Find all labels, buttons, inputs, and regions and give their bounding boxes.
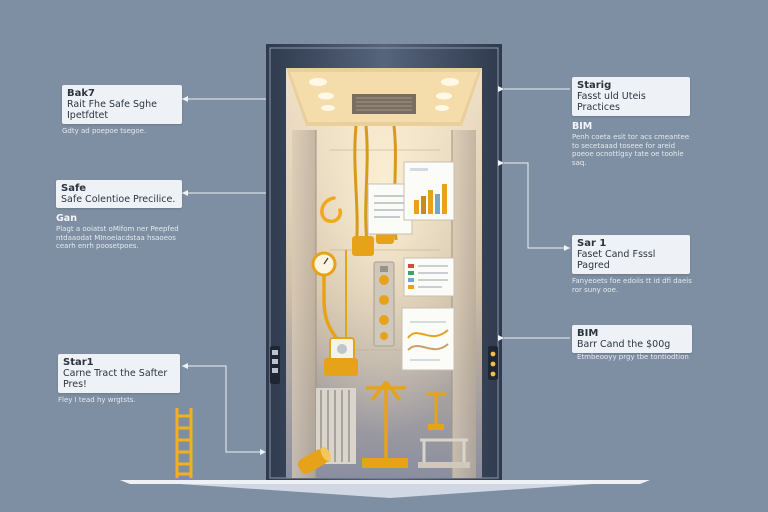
hoist-block [352, 236, 374, 256]
connector-lines [182, 88, 570, 453]
callout-desc: Penh coeta esit tor acs cmeantee to sece… [572, 133, 690, 167]
callout-label: BIM Barr Cand the $00g [572, 325, 692, 353]
callout-top-right: Starig Fasst uld Uteis Practices BIM Pen… [572, 77, 698, 167]
bar-chart-bars [414, 184, 447, 214]
connector-arrows [182, 86, 570, 455]
callout-bottom-left: Star1 Carne Tract the Safter Pres! Fley … [58, 354, 198, 405]
callout-mid-right: Sar 1 Faset Cand Fsssl Pagred Fanyeoets … [572, 235, 698, 294]
callout-title: BIM [577, 328, 599, 339]
callout-note: Fley I tead hy wrgtsts. [58, 396, 136, 404]
frame-panel-left [270, 346, 280, 384]
callout-desc-title: Gan [56, 213, 77, 224]
door-panel-left [292, 130, 316, 478]
callout-desc: Plagt a ooiatst oMifom ner Peepfed ntdaa… [56, 225, 179, 250]
callout-label: Starig Fasst uld Uteis Practices [572, 77, 690, 116]
callout-line: Faset Cand Fsssl Pagred [577, 249, 656, 271]
roller-cylinder [298, 446, 332, 474]
callout-line: Safe Colentioe Precilice. [61, 194, 176, 205]
work-bench [420, 438, 468, 466]
callout-line: Fasst uld Uteis Practices [577, 91, 646, 113]
hook-icon [320, 196, 343, 223]
pipe [322, 276, 340, 342]
floor-buttons [379, 275, 389, 340]
ladder-icon [175, 408, 193, 478]
callout-title: Star1 [63, 357, 94, 368]
callout-line: Rait Fhe Safe Sghe Ipetfdtet [67, 99, 157, 121]
callout-mid-left: Safe Safe Colentioe Precilice. Gan Plagt… [56, 180, 196, 251]
door-panel-right [452, 130, 476, 478]
callout-bottom-right: BIM Barr Cand the $00g [572, 325, 698, 353]
callout-label: Star1 Carne Tract the Safter Pres! [58, 354, 180, 393]
crane-icon [366, 380, 406, 462]
callout-title: Sar 1 [577, 238, 607, 249]
callout-title: Bak7 [67, 88, 95, 99]
callout-top-left: Bak7 Rait Fhe Safe Sghe Ipetfdtet Gdty a… [62, 85, 202, 136]
ceiling-lights [309, 78, 459, 111]
callout-note: Gdty ad poepoe tsegoe. [62, 127, 147, 135]
callout-note: Etmbeooyy prgy tbe tontiodtion [577, 353, 689, 361]
callout-note: Fanyeoets foe edoiis tt id dfi daeis ror… [572, 277, 692, 294]
small-crane-icon [426, 392, 446, 426]
callout-line: Barr Cand the $00g [577, 339, 671, 350]
floor-projection [120, 480, 650, 498]
callout-line: Carne Tract the Safter Pres! [63, 368, 168, 390]
callout-title: Safe [61, 183, 87, 194]
callout-label: Safe Safe Colentioe Precilice. [56, 180, 182, 208]
ceiling-vent [352, 94, 416, 114]
callout-title: Starig [577, 80, 612, 91]
callout-label: Bak7 Rait Fhe Safe Sghe Ipetfdtet [62, 85, 182, 124]
checklist-poster [403, 257, 455, 297]
callout-desc-title: BIM [572, 121, 593, 132]
callout-label: Sar 1 Faset Cand Fsssl Pagred [572, 235, 690, 274]
